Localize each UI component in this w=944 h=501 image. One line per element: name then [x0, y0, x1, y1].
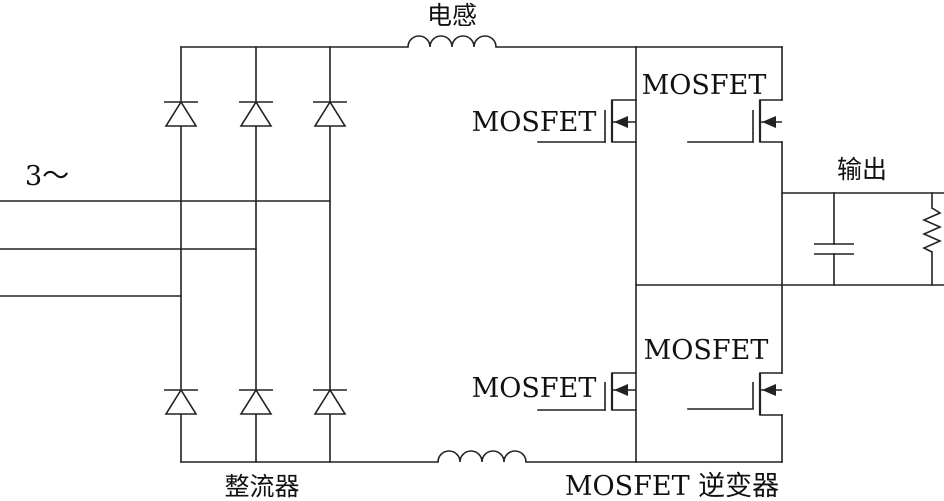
output-capacitor — [814, 192, 854, 286]
three-phase-input-lines — [0, 200, 331, 297]
mosfet-lower-right — [687, 372, 783, 416]
diode-upper-1 — [164, 100, 198, 127]
label-mosfet-lower-right: MOSFET — [644, 335, 769, 366]
label-three-phase: 3～ — [25, 161, 69, 192]
inverter-frame — [635, 46, 944, 463]
output-resistor — [922, 192, 942, 286]
inductor-bottom — [437, 450, 637, 463]
mosfet-lower-left — [537, 372, 637, 411]
rectifier-bridge — [180, 46, 439, 463]
label-mosfet-upper-right: MOSFET — [642, 70, 767, 101]
diode-lower-1 — [164, 388, 198, 415]
label-mosfet-upper-left: MOSFET — [472, 107, 597, 138]
label-inductor: 电感 — [427, 1, 477, 30]
mosfet-upper-left — [537, 99, 637, 143]
diode-upper-2 — [239, 100, 273, 127]
label-rectifier: 整流器 — [224, 472, 299, 501]
inductor-top — [407, 35, 637, 48]
diode-lower-2 — [239, 388, 273, 415]
label-mosfet-lower-left: MOSFET — [472, 373, 597, 404]
label-output: 输出 — [837, 155, 887, 184]
diode-lower-3 — [313, 388, 347, 415]
label-inverter: MOSFET 逆变器 — [565, 471, 779, 501]
diode-upper-3 — [313, 100, 347, 127]
mosfet-upper-right — [687, 99, 783, 143]
